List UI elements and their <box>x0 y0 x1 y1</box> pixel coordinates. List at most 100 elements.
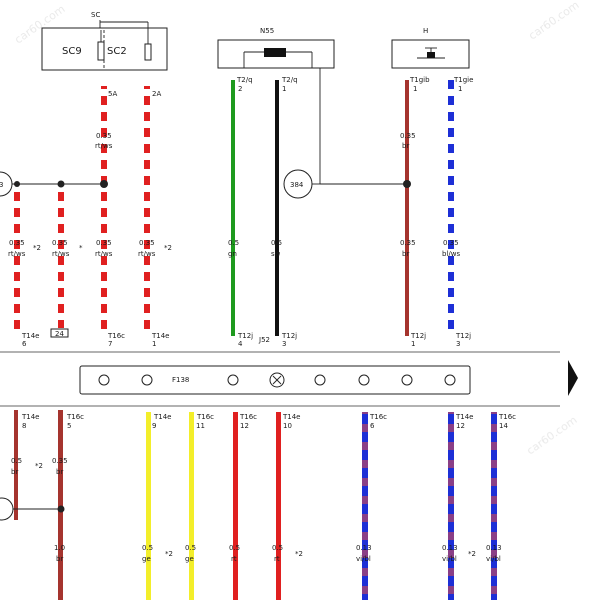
pin-number: 12 <box>456 422 465 430</box>
top-pin-labels: 5A 2A T2/q 2 T2/q 1 T1gib 1 T1gie 1 <box>108 76 473 98</box>
wire-gauge: 0.5 <box>272 544 283 552</box>
pin-label: 5A <box>108 90 117 98</box>
pin-label: T1gib <box>409 76 430 84</box>
wire-rtws <box>101 86 107 336</box>
resistor-icon <box>264 48 286 57</box>
pin-number: 11 <box>196 422 205 430</box>
pin-label: T14e <box>282 413 301 421</box>
wire-rtws <box>58 184 64 328</box>
wire-gauge: 0.5 <box>11 457 22 465</box>
pin-label: T12j <box>455 332 471 340</box>
pin-number: 1 <box>152 340 156 348</box>
watermark-text: car60.com <box>524 413 579 457</box>
wire-color: bl/ws <box>442 250 460 258</box>
wire-color: sw <box>271 250 281 258</box>
wire-note: *2 <box>33 244 41 252</box>
wire-color: vi/bl <box>486 555 501 563</box>
fuse-icon <box>144 43 152 61</box>
connector-label: 3 <box>0 181 3 189</box>
wire-color: br <box>402 250 409 258</box>
wire-color: rt/ws <box>8 250 26 258</box>
pin-number: 6 <box>22 340 27 348</box>
terminal-icon <box>444 374 456 386</box>
wire-color: rt/ws <box>95 142 113 150</box>
pin-number: 5 <box>67 422 71 430</box>
fuse-box-sc: SC SC9 SC2 <box>41 11 168 71</box>
wire-rtws <box>144 86 150 336</box>
pin-label: T2/q <box>236 76 253 84</box>
wire-note: *2 <box>35 462 43 470</box>
wire-color: rt/ws <box>95 250 113 258</box>
wire-vibl <box>448 412 454 600</box>
horn-icon <box>427 52 435 58</box>
wire-gauge: 0.5 <box>228 239 239 247</box>
pin-label: 2A <box>152 90 161 98</box>
pin-label: T12j <box>410 332 426 340</box>
wire-color: rt/ws <box>52 250 70 258</box>
upper-wires: 3 384 0.35 rt/ws 0.35 br 0.35 rt/ws *2 0… <box>0 68 471 348</box>
pin-label: T16c <box>498 413 516 421</box>
wire-note: *2 <box>468 550 476 558</box>
wire-color: rt <box>231 555 237 563</box>
pin-label: T2/q <box>281 76 298 84</box>
pin-label: T12j <box>281 332 297 340</box>
wire-red <box>276 412 281 600</box>
wire-color: br <box>56 555 63 563</box>
pin-number: 1 <box>458 85 462 93</box>
pin-number: 4 <box>238 340 243 348</box>
f138-label: F138 <box>172 376 189 384</box>
component-h: H <box>391 27 470 69</box>
continue-arrow-icon <box>568 360 578 396</box>
pin-number: 10 <box>283 422 292 430</box>
wire-color: gn <box>228 250 237 258</box>
connector-box <box>50 328 69 338</box>
wire-gauge: 0.35 <box>9 239 25 247</box>
wire-note: *2 <box>295 550 303 558</box>
wire-gauge: 0.5 <box>271 239 282 247</box>
wire-gauge: 0.5 <box>229 544 240 552</box>
pin-label: T16c <box>239 413 257 421</box>
wire-gauge: 0.13 <box>442 544 458 552</box>
wire-color: br <box>11 468 18 476</box>
wire-yellow <box>146 412 151 600</box>
pin-number: 6 <box>370 422 375 430</box>
wire-gauge: 0.5 <box>142 544 153 552</box>
pin-label: T12j <box>237 332 253 340</box>
terminal-icon <box>98 374 110 386</box>
wire-gauge: 0.35 <box>52 457 68 465</box>
wire-color: vi/bl <box>356 555 371 563</box>
wire-black <box>275 80 279 336</box>
wire-vibl <box>491 412 497 600</box>
wire-gauge: 0.35 <box>96 132 112 140</box>
lower-wires: T14e 8 T16c 5 T14e 9 T16c 11 T16c 12 T14… <box>0 410 516 600</box>
pin-number: 12 <box>240 422 249 430</box>
terminal-icons <box>98 372 456 388</box>
pin-number: 1 <box>413 85 417 93</box>
wire-gauge: 0.35 <box>443 239 459 247</box>
wire-color: rt/ws <box>138 250 156 258</box>
wire-red <box>233 412 238 600</box>
watermark-text: car60.com <box>526 0 581 42</box>
pin-label: T14e <box>21 332 40 340</box>
component-n55: N55 <box>217 27 335 69</box>
pin-number: 3 <box>456 340 460 348</box>
pin-label: T14e <box>455 413 474 421</box>
wire-rtws <box>14 184 20 336</box>
pin-number: 9 <box>152 422 156 430</box>
pin-label: T16c <box>196 413 214 421</box>
terminal-icon <box>401 374 413 386</box>
wire-gauge: 0.35 <box>400 132 416 140</box>
f138-rail: F138 <box>0 351 578 407</box>
pin-number: 1 <box>411 340 415 348</box>
sc9-label: SC9 <box>62 46 82 57</box>
pin-label: T16c <box>66 413 84 421</box>
wire-gauge: 0.5 <box>185 544 196 552</box>
wire-gauge: 1.0 <box>54 544 65 552</box>
wire-color: ge <box>185 555 194 563</box>
wire-color: ge <box>142 555 151 563</box>
sc-label: SC <box>91 11 100 19</box>
pin-label: T14e <box>153 413 172 421</box>
wire-note: *2 <box>164 244 172 252</box>
sc2-label: SC2 <box>107 46 127 57</box>
wire-yellow <box>189 412 194 600</box>
